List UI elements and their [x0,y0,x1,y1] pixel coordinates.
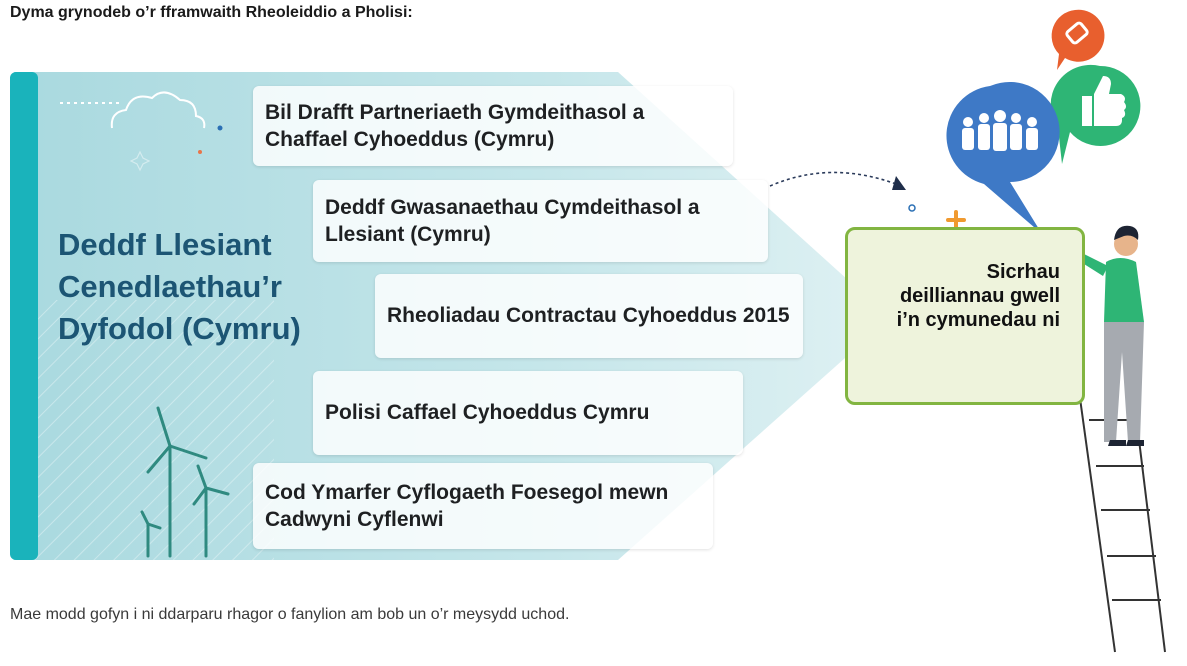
ladder-icon [1074,349,1166,653]
page-heading: Dyma grynodeb o’r fframwaith Rheoleiddio… [10,4,413,21]
framework-card: Polisi Caffael Cyhoeddus Cymru [313,371,743,455]
cloud-icon [60,91,223,172]
framework-card: Rheoliadau Contractau Cyhoeddus 2015 [375,274,803,358]
outcome-board: Sicrhau deilliannau gwell i’n cymunedau … [845,227,1085,405]
handshake-icon [1051,9,1105,70]
wind-turbine-icon [140,406,230,558]
card-label: Bil Drafft Partneriaeth Gymdeithasol a C… [265,100,645,151]
card-label: Deddf Gwasanaethau Cymdeithasol a Llesia… [325,195,700,246]
card-label: Polisi Caffael Cyhoeddus Cymru [325,401,650,425]
dotted-arrow-icon [769,171,966,230]
people-group-icon [946,82,1060,234]
card-label: Rheoliadau Contractau Cyhoeddus 2015 [387,304,790,328]
framework-card: Deddf Gwasanaethau Cymdeithasol a Llesia… [313,180,768,262]
thumbs-up-icon [1050,64,1141,164]
framework-card: Bil Drafft Partneriaeth Gymdeithasol a C… [253,86,733,166]
person-icon [1057,225,1144,446]
card-label: Cod Ymarfer Cyflogaeth Foesegol mewn Cad… [265,480,669,531]
framework-card: Cod Ymarfer Cyflogaeth Foesegol mewn Cad… [253,463,713,549]
main-law-title: Deddf Llesiant Cenedlaethau’r Dyfodol (C… [58,227,301,347]
outcome-text: Sicrhau deilliannau gwell i’n cymunedau … [896,261,1060,331]
footer-note: Mae modd gofyn i ni ddarparu rhagor o fa… [10,606,570,623]
